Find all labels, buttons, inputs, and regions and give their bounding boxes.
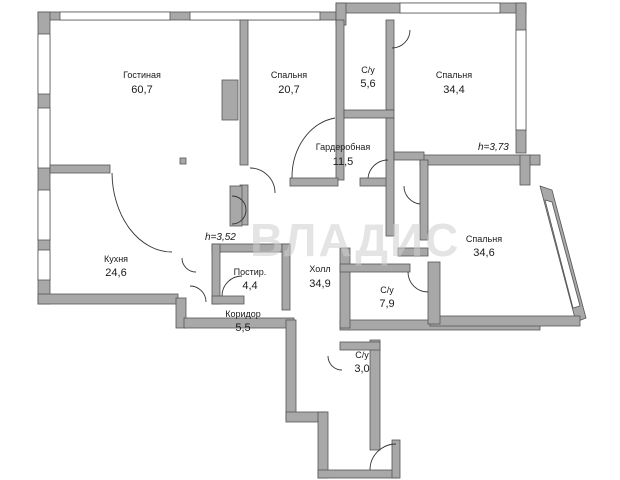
room-wc1: С/у 5,6 — [360, 65, 375, 90]
room-name: Спальня — [271, 70, 307, 80]
room-area: 34,9 — [309, 278, 330, 290]
room-name: Гардеробная — [316, 142, 371, 152]
room-name: Гостиная — [123, 70, 161, 80]
room-bedroom1: Спальня 20,7 — [271, 70, 307, 96]
room-name: Спальня — [466, 234, 502, 244]
watermark-text: ВЛАДИС — [250, 214, 460, 266]
room-area: 3,0 — [354, 363, 369, 375]
ceiling-height-bedroom2: h=3,73 — [478, 142, 509, 153]
room-name: С/у — [355, 350, 369, 360]
room-area: 34,6 — [473, 247, 494, 259]
room-wc2: С/у 7,9 — [379, 285, 394, 310]
room-bedroom2: Спальня 34,4 — [436, 70, 472, 96]
room-area: 60,7 — [131, 84, 152, 96]
room-storage: Постир. 4,4 — [234, 267, 267, 292]
room-name: Спальня — [436, 70, 472, 80]
room-area: 5,6 — [360, 78, 375, 90]
room-wc3: С/у 3,0 — [354, 350, 369, 375]
room-area: 20,7 — [278, 84, 299, 96]
windows — [37, 2, 581, 309]
room-name: Холл — [309, 264, 330, 274]
room-name: Коридор — [225, 309, 261, 319]
room-area: 4,4 — [242, 280, 257, 292]
room-bedroom3: Спальня 34,6 — [466, 234, 502, 259]
interior-walls — [49, 19, 441, 351]
room-wardrobe: Гардеробная 11,5 — [316, 142, 371, 168]
room-area: 11,5 — [333, 156, 354, 168]
room-kitchen: Кухня 24,6 — [104, 254, 128, 279]
room-name: Постир. — [234, 267, 267, 277]
doors — [111, 29, 429, 471]
room-corridor: Коридор 5,5 — [225, 309, 261, 334]
room-area: 7,9 — [379, 298, 394, 310]
room-name: С/у — [380, 285, 394, 295]
room-living: Гостиная 60,7 — [123, 70, 161, 96]
room-name: Кухня — [104, 254, 128, 264]
room-name: С/у — [361, 65, 375, 75]
room-hall: Холл 34,9 — [309, 264, 330, 290]
room-area: 5,5 — [235, 322, 250, 334]
room-area: 34,4 — [443, 84, 464, 96]
room-area: 24,6 — [105, 267, 126, 279]
ceiling-height-hall: h=3,52 — [205, 232, 236, 243]
